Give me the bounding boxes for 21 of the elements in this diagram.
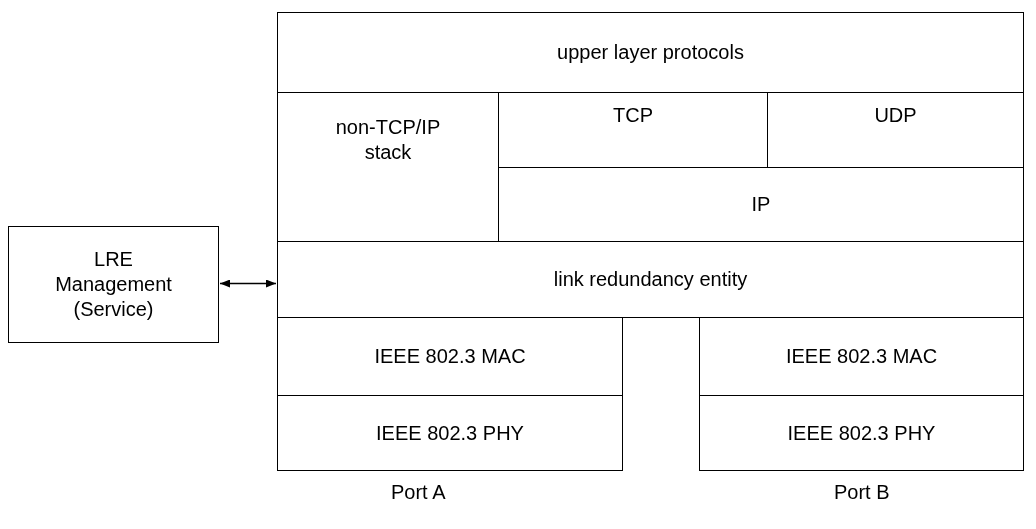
management-box [8,226,219,343]
layer-label: non-TCP/IP stack [334,115,442,165]
layer-label: IEEE 802.3 PHY [376,420,524,446]
layer-box [699,317,1024,396]
layer-label: upper layer protocols [557,40,744,65]
box-label: LRE Management (Service) [54,247,173,322]
port-label: Port A [391,481,446,504]
layer-label: IEEE 802.3 MAC [785,344,938,369]
layer-box [277,317,623,396]
layer-label: IP [751,192,771,217]
layer-box [277,241,1024,318]
layer-label: IEEE 802.3 MAC [374,344,526,369]
port-label: Port B [834,481,890,504]
layer-label: link redundancy entity [553,267,748,292]
layer-label: TCP [613,103,653,128]
double-arrow [219,279,277,288]
layer-box [277,395,623,471]
layer-label: UDP [874,103,917,128]
layer-label: IEEE 802.3 PHY [787,420,936,446]
layer-box [699,395,1024,471]
layer-box [277,12,1024,93]
